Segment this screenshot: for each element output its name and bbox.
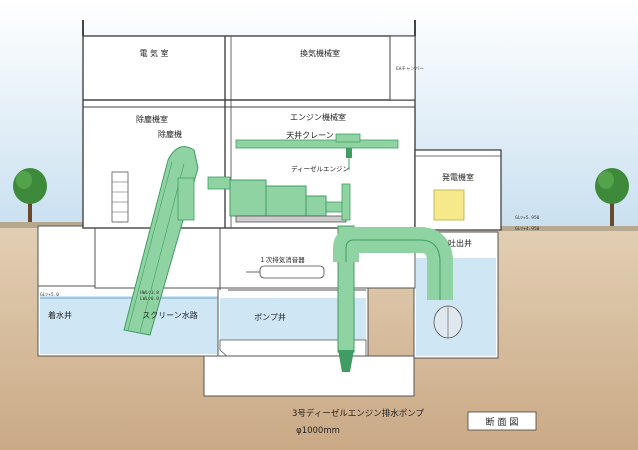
gl-right-upper-label: GL▽+5.950 — [515, 215, 540, 221]
tree-left — [13, 168, 47, 222]
overhead-crane — [235, 133, 399, 170]
tree-right — [595, 168, 629, 226]
room-pump-well-label: ポンプ井 — [254, 312, 286, 322]
room-intake-well-label: 着水井 — [48, 310, 72, 320]
equipment-silencer-label: １次排気消音器 — [259, 255, 305, 264]
equipment-engine-label: ディーゼルエンジン — [291, 164, 349, 173]
pump-and-discharge-pipe — [333, 225, 463, 372]
ea-chamber-label: EAチャンバー — [396, 66, 424, 72]
room-screen-channel-label: スクリーン水路 — [142, 310, 198, 320]
equipment-dust-remover-label: 除塵機 — [158, 129, 182, 139]
gl-right-lower-label: GL▽+4.950 — [515, 226, 540, 232]
generator — [433, 189, 465, 221]
room-electric-label: 電 気 室 — [139, 48, 168, 58]
room-discharge-well-label: 吐出井 — [448, 238, 472, 248]
hwl-label: HWL▽3.8 — [140, 290, 159, 296]
view-label-box — [467, 411, 537, 431]
room-engine-label: エンジン機械室 — [290, 112, 346, 122]
room-generator-label: 発電機室 — [442, 172, 474, 182]
equipment-crane-label: 天井クレーン — [286, 130, 334, 140]
exhaust-silencer — [246, 265, 325, 279]
diesel-engine — [207, 176, 351, 223]
ground-surface-right — [500, 226, 638, 231]
view-label: 断 面 図 — [486, 416, 519, 428]
lwl-label: LWL▽0.0 — [140, 296, 159, 302]
ground-surface-left — [0, 222, 95, 228]
caption-diameter: φ1000mm — [296, 426, 340, 436]
room-dust-removal-label: 除塵機室 — [136, 114, 168, 124]
dust-remover — [111, 146, 199, 336]
room-ventilation-label: 換気機械室 — [300, 48, 340, 58]
caption-pump-name: 3号ディーゼルエンジン排水ポンプ — [292, 408, 425, 419]
gl-left-label: GL▽+5.0 — [40, 292, 59, 298]
